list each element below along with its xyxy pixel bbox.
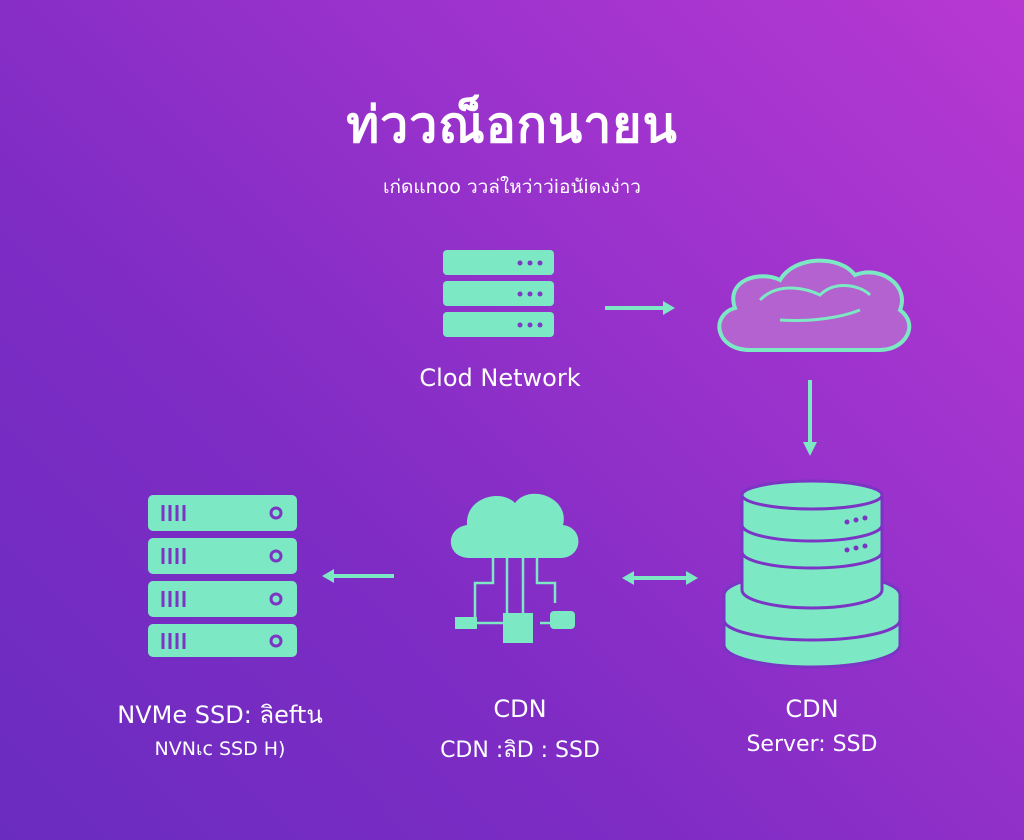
arrow-left-icon xyxy=(322,569,394,583)
arrow-down-icon xyxy=(803,380,817,456)
arrow-right-icon xyxy=(605,301,675,315)
cloud-icon xyxy=(717,258,912,352)
cloud-network-label: Clod Network xyxy=(419,364,581,392)
nvme-server-rack-icon xyxy=(148,495,297,657)
nvme-sublabel: NVNเc SSD H) xyxy=(154,738,286,760)
server-rack-icon xyxy=(443,250,554,337)
cdn-label: CDN xyxy=(493,695,547,723)
cdn-sublabel: CDN :ลิD : SSD xyxy=(440,738,600,763)
diagram-subtitle: เก่ดแnoo ววล่ใหว่าว่iอนัiดงง่าว xyxy=(383,176,641,198)
server-label: CDN xyxy=(785,695,839,723)
cdn-cloud-circuit-icon xyxy=(450,493,579,643)
diagram-title: ท่ววณ็อกนายน xyxy=(346,96,678,154)
bidirectional-arrow-icon xyxy=(622,571,698,585)
server-sublabel: Server: SSD xyxy=(746,732,878,757)
nvme-label: NVMe SSD: ลิeftน xyxy=(117,701,323,729)
database-icon xyxy=(722,479,902,669)
